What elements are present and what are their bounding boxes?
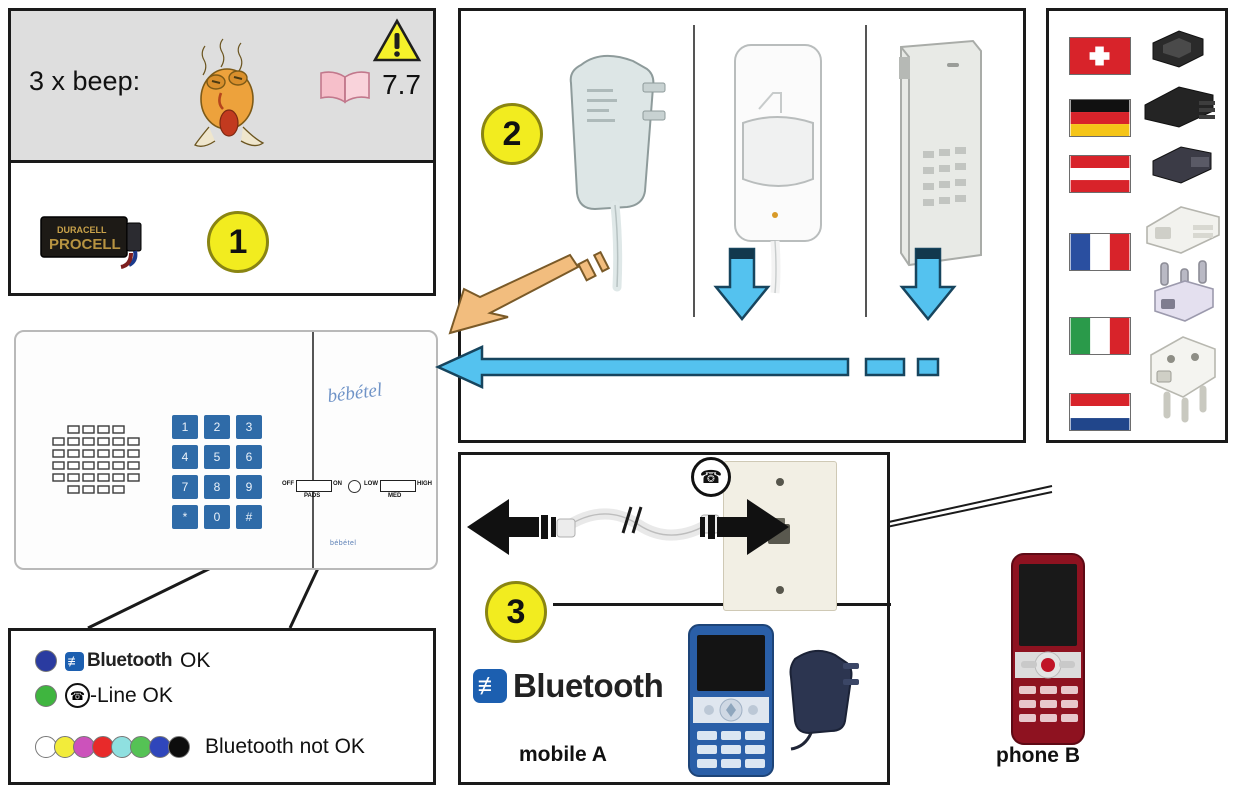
telephone-handset-icon: ☎ bbox=[691, 457, 731, 497]
led-legend-panel: ≢ Bluetooth OK ☎ -Line OK Bluetooth not … bbox=[8, 628, 436, 785]
key-3[interactable]: 3 bbox=[236, 415, 262, 439]
french-phone-adapter-icon bbox=[1146, 206, 1220, 254]
orange-arrow-icon bbox=[448, 250, 610, 335]
legend-row-line: ☎ -Line OK bbox=[35, 683, 173, 708]
legend-row-bluetooth: ≢ Bluetooth OK bbox=[35, 649, 210, 673]
open-book-icon bbox=[320, 71, 370, 104]
key-2[interactable]: 2 bbox=[204, 415, 230, 439]
device-model-text: bébétel bbox=[330, 540, 357, 547]
step-badge-1: 1 bbox=[207, 211, 269, 273]
manual-reference: 7.7 bbox=[382, 69, 421, 100]
legend-line-status: -Line OK bbox=[90, 683, 173, 707]
flag-switzerland bbox=[1069, 37, 1131, 75]
legend-dot-green bbox=[35, 684, 57, 707]
legend-bluetooth-status: OK bbox=[180, 649, 211, 672]
speaker-grille-icon bbox=[52, 425, 140, 494]
legend-not-ok-label: Bluetooth not OK bbox=[205, 735, 365, 758]
legend-dot-black bbox=[168, 736, 190, 758]
german-tae-adapter-icon bbox=[1144, 86, 1215, 128]
switch-low-label: LOW bbox=[364, 481, 378, 487]
mobile-a-phone-icon bbox=[688, 624, 774, 777]
device-switch-row[interactable]: OFF ON PADS LOW HIGH MED bbox=[282, 480, 432, 504]
connection-arrows bbox=[434, 247, 957, 389]
flag-austria bbox=[1069, 155, 1131, 193]
phone-line-icon: ☎ bbox=[65, 683, 90, 708]
warning-triangle-icon bbox=[372, 18, 422, 62]
status-led bbox=[348, 480, 361, 493]
switch-off-label: OFF bbox=[282, 481, 294, 487]
switch-high-label: HIGH bbox=[417, 481, 432, 487]
wall-jack-plate bbox=[723, 461, 837, 611]
key-0[interactable]: 0 bbox=[204, 505, 230, 529]
blue-arrow-icon bbox=[434, 345, 940, 389]
svg-text:DURACELL: DURACELL bbox=[57, 225, 107, 235]
mobile-a-label: mobile A bbox=[519, 743, 607, 766]
9v-battery-icon: DURACELL PROCELL bbox=[40, 216, 142, 269]
flag-netherlands bbox=[1069, 393, 1131, 431]
volume-switch[interactable] bbox=[380, 480, 416, 492]
bluetooth-wordmark: Bluetooth bbox=[87, 650, 173, 671]
flag-france bbox=[1069, 233, 1131, 271]
switch-on-label: ON bbox=[333, 481, 342, 487]
panel-inner-divider bbox=[553, 603, 891, 606]
beep-label: 3 x beep: bbox=[29, 66, 141, 96]
phone-b-label: phone B bbox=[996, 744, 1080, 767]
device-right-section: bébétel bbox=[312, 332, 440, 568]
phone-b-icon bbox=[1011, 553, 1085, 745]
phone-cable-and-arrows bbox=[467, 499, 789, 555]
pads-switch[interactable] bbox=[296, 480, 332, 492]
volume-caption: MED bbox=[388, 493, 402, 499]
accessories-panel: 2 bbox=[458, 8, 1026, 443]
mobile-charger-icon bbox=[789, 649, 859, 751]
key-4[interactable]: 4 bbox=[172, 445, 198, 469]
austrian-phone-adapter-icon bbox=[1152, 146, 1212, 184]
blue-down-arrow-keypad bbox=[899, 247, 957, 321]
bluetooth-icon: ≢ bbox=[65, 651, 84, 671]
legend-row-not-ok: Bluetooth not OK bbox=[35, 735, 365, 759]
svg-text:PROCELL: PROCELL bbox=[49, 236, 121, 253]
key-1[interactable]: 1 bbox=[172, 415, 198, 439]
bluetooth-logo: ≢ Bluetooth bbox=[65, 650, 172, 672]
divider-1 bbox=[693, 25, 695, 317]
flag-italy bbox=[1069, 317, 1131, 355]
key-star[interactable]: * bbox=[172, 505, 198, 529]
step-badge-3: 3 bbox=[485, 581, 547, 643]
alert-strip: 3 x beep: 7.7 bbox=[11, 11, 433, 163]
flag-germany bbox=[1069, 99, 1131, 137]
bebetel-logo: bébétel bbox=[326, 379, 384, 408]
key-6[interactable]: 6 bbox=[236, 445, 262, 469]
device-keypad[interactable]: 1 2 3 4 5 6 7 8 9 * 0 # bbox=[172, 415, 262, 529]
phone-b-group: phone B bbox=[988, 552, 1108, 782]
key-5[interactable]: 5 bbox=[204, 445, 230, 469]
keypad-unit-icon bbox=[899, 39, 982, 267]
key-9[interactable]: 9 bbox=[236, 475, 262, 499]
blue-down-arrow-sensor bbox=[713, 247, 771, 321]
sick-frog-icon bbox=[194, 38, 265, 147]
key-hash[interactable]: # bbox=[236, 505, 262, 529]
swiss-phone-adapter-icon bbox=[1152, 30, 1204, 68]
legend-dot-blue bbox=[35, 650, 57, 672]
country-adapters-panel bbox=[1046, 8, 1228, 443]
alert-battery-panel: 3 x beep: 7.7 bbox=[8, 8, 436, 296]
phone-line-panel: ☎ 3 ≢ Bluetooth bbox=[458, 452, 891, 785]
bluetooth-logo-large: ≢ Bluetooth bbox=[473, 667, 664, 705]
italian-phone-adapter-icon bbox=[1154, 260, 1214, 322]
bluetooth-wordmark-large: Bluetooth bbox=[513, 667, 664, 704]
legend-dot-strip bbox=[35, 736, 190, 758]
key-7[interactable]: 7 bbox=[172, 475, 198, 499]
pads-caption: PADS bbox=[304, 493, 321, 499]
bluetooth-icon-large: ≢ bbox=[473, 669, 507, 703]
dutch-phone-adapter-icon bbox=[1150, 336, 1216, 423]
divider-2 bbox=[865, 25, 867, 317]
step-badge-2: 2 bbox=[481, 103, 543, 165]
motion-sensor-icon bbox=[734, 44, 822, 294]
key-8[interactable]: 8 bbox=[204, 475, 230, 499]
power-adapter-icon bbox=[569, 54, 666, 292]
